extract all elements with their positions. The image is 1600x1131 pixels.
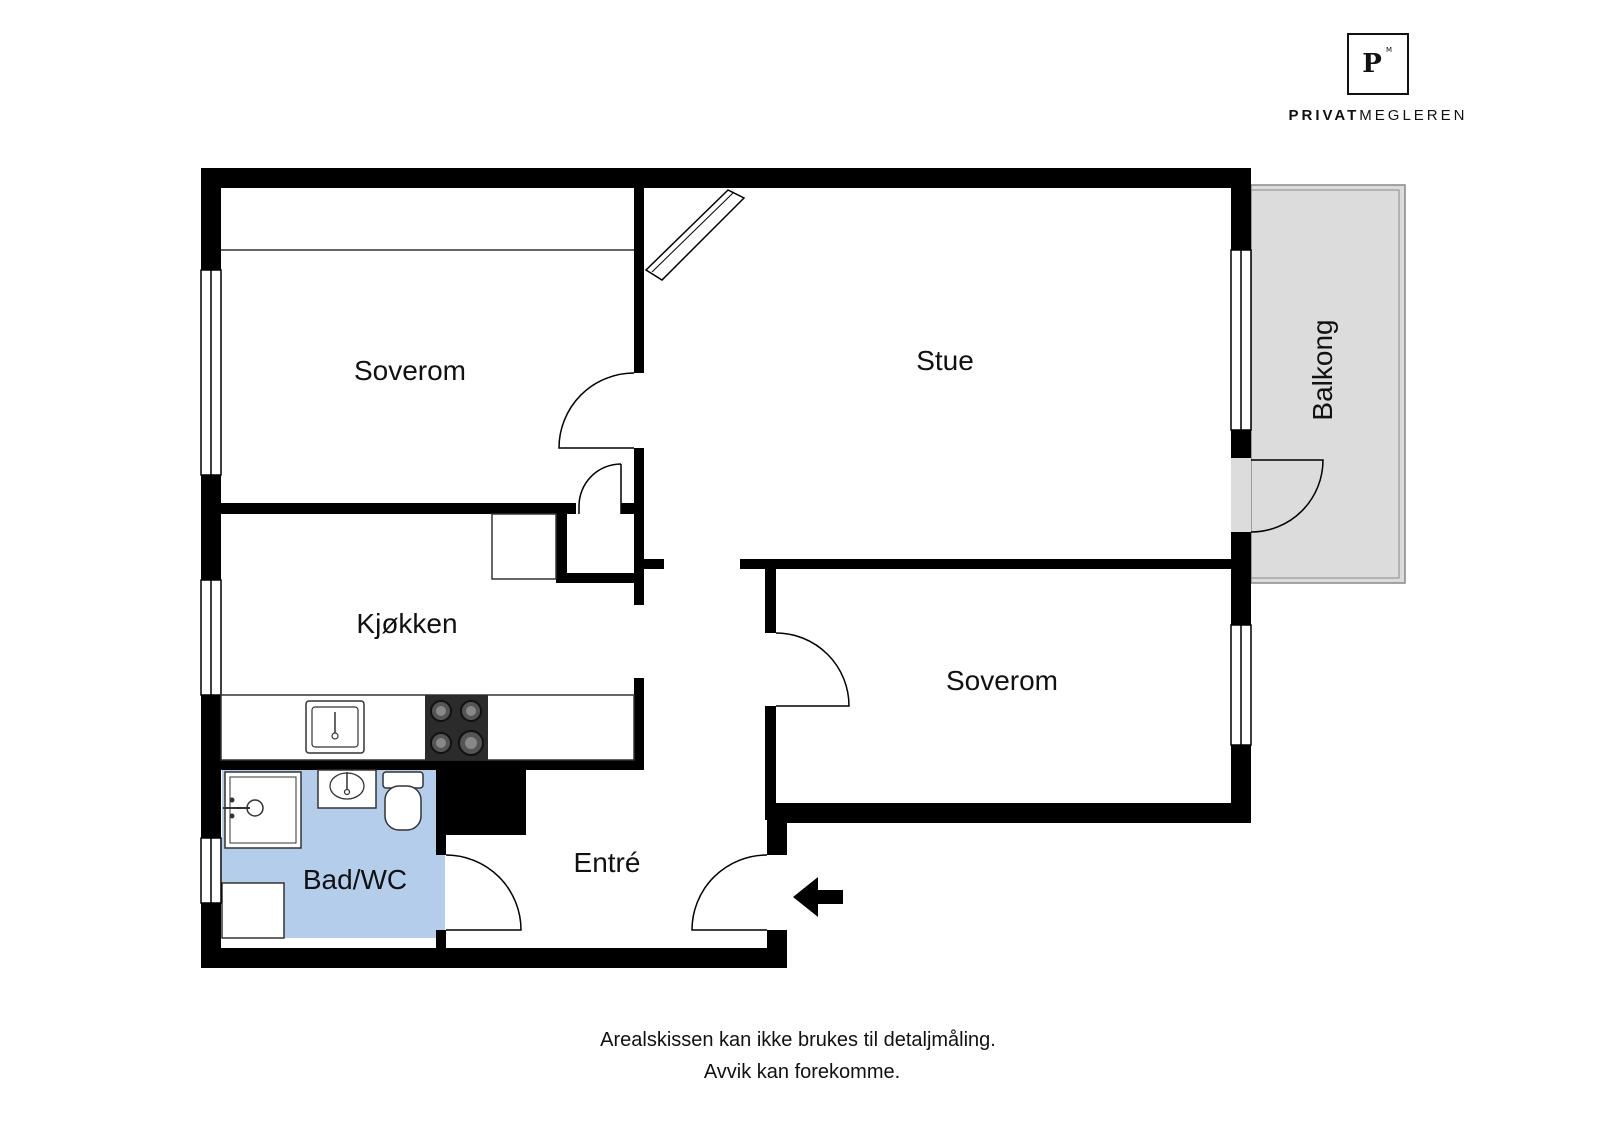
wall-living-bedroom2: [740, 559, 1231, 569]
door-gap-bedroom2: [765, 633, 776, 706]
entrance-door-gap: [767, 855, 787, 930]
balcony-door-gap: [1231, 458, 1251, 532]
radiator: [644, 189, 746, 281]
windows: [200, 249, 1252, 930]
wall-top: [201, 168, 1251, 188]
wall-kitchen-bath: [221, 760, 644, 770]
doors: [445, 372, 1324, 931]
label-bedroom-1: Soverom: [354, 355, 466, 386]
wall-bedroom2-left-upper: [765, 569, 776, 633]
logo-superscript: M: [1386, 46, 1392, 54]
wall-bottom-left: [201, 948, 787, 968]
kitchen-cabinet: [491, 513, 557, 580]
fixtures: [220, 189, 746, 849]
shaft-block: [436, 770, 526, 835]
wall-stub-hall: [644, 559, 664, 569]
toilet-icon: [382, 771, 424, 831]
balcony-floor: [1250, 184, 1406, 584]
cooktop-icon: [425, 695, 488, 760]
door-closet: [578, 463, 622, 514]
door-gap-bedroom1: [634, 373, 644, 448]
brand-name-regular: MEGLEREN: [1359, 107, 1467, 124]
bathroom-white-cabinet: [221, 882, 285, 939]
wall-closet-bottom: [556, 573, 644, 583]
door-bedroom2: [775, 632, 850, 707]
door-bedroom1: [558, 372, 635, 449]
brand-name: PRIVATMEGLEREN: [1289, 107, 1468, 124]
logo-box: [1347, 33, 1409, 95]
door-entrance: [691, 854, 768, 931]
disclaimer-line-2: Avvik kan forekomme.: [704, 1061, 900, 1083]
wall-bedroom-living-lower: [634, 448, 644, 605]
disclaimer-line-1: Arealskissen kan ikke brukes til detaljm…: [600, 1029, 996, 1051]
wall-bottom-right: [767, 803, 1251, 823]
wall-closet-top-right: [621, 503, 644, 514]
logo-letter: P: [1362, 49, 1382, 79]
label-bathroom: Bad/WC: [303, 864, 407, 895]
wall-bedroom-kitchen: [221, 503, 576, 514]
wall-bath-entry: [436, 835, 446, 855]
label-living-room: Stue: [916, 345, 974, 376]
sink-icon: [305, 700, 365, 754]
label-kitchen: Kjøkken: [356, 608, 457, 639]
bathroom-sink-icon: [317, 769, 377, 809]
label-bedroom-2: Soverom: [946, 665, 1058, 696]
wall-bedroom2-left-lower: [765, 706, 776, 820]
wall-kitchen-right: [634, 678, 644, 768]
label-entrance: Entré: [574, 847, 641, 878]
arrow-left-icon: [793, 877, 843, 917]
shower-icon: [223, 771, 302, 849]
brand-name-bold: PRIVAT: [1289, 107, 1360, 124]
wall-bath-entry-lower: [436, 930, 446, 948]
door-balcony: [1250, 459, 1324, 533]
brand-logo: P M PRIVATMEGLEREN: [1289, 33, 1468, 124]
wall-closet-left: [556, 503, 567, 583]
door-bathroom: [445, 854, 522, 931]
label-balcony: Balkong: [1307, 319, 1338, 420]
interior-walls: [221, 168, 1231, 948]
wall-bedroom-living-upper: [634, 168, 644, 373]
